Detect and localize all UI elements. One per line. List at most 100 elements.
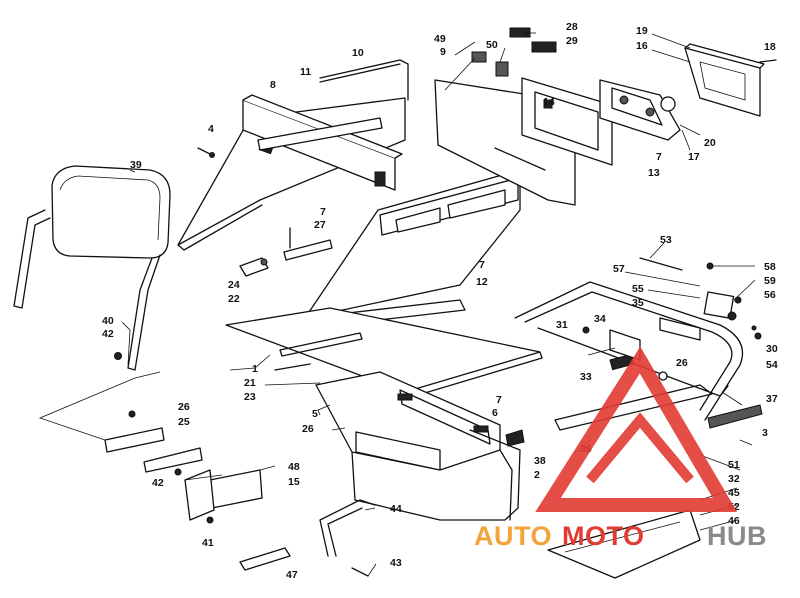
callout-32: 32	[728, 473, 740, 485]
tail-frame-13	[521, 77, 613, 166]
backrest-frame	[13, 209, 161, 371]
watermark-triangle-icon	[535, 346, 738, 512]
callout-13: 13	[648, 167, 660, 179]
callout-20: 20	[704, 137, 716, 149]
left-side-rail	[242, 94, 403, 191]
callout-59: 59	[764, 275, 776, 287]
lower-right-panel	[547, 509, 701, 579]
callout-50: 50	[486, 39, 498, 51]
callout-48: 48	[288, 461, 300, 473]
callout-27: 27	[314, 219, 326, 231]
callout-54: 54	[766, 359, 778, 371]
callout-57: 57	[613, 263, 625, 275]
bulb-20	[660, 96, 676, 112]
callout-6: 6	[492, 407, 498, 419]
callout-42b: 42	[152, 477, 164, 489]
center-divider-panel	[304, 169, 521, 329]
watermark-moto: MOTO	[562, 521, 645, 551]
reflector-28-29	[509, 27, 557, 53]
lower-cargo-box	[315, 371, 521, 521]
callout-41: 41	[202, 537, 214, 549]
watermark-hub: HUB	[707, 521, 767, 551]
callout-31: 31	[556, 319, 568, 331]
callout-15: 15	[288, 476, 300, 488]
screw-18	[759, 59, 777, 63]
tail-light-lens	[684, 43, 765, 117]
backrest-pad	[51, 165, 171, 259]
callout-7b: 7	[479, 259, 485, 271]
fasteners-30-31-54-56	[582, 296, 762, 340]
callout-19: 19	[636, 25, 648, 37]
callout-30: 30	[766, 343, 778, 355]
callout-11: 11	[300, 66, 311, 78]
callout-3: 3	[762, 427, 768, 439]
callout-8: 8	[270, 79, 276, 91]
hinge-48	[174, 468, 263, 524]
callout-43: 43	[390, 557, 402, 569]
watermark-auto: AUTO	[474, 521, 552, 551]
callout-10: 10	[352, 47, 364, 59]
side-plates-34-35	[609, 317, 701, 361]
decals-49-50	[471, 51, 509, 77]
watermark-logo	[535, 346, 738, 512]
callout-26b: 26	[676, 357, 688, 369]
callout-9: 9	[440, 46, 446, 58]
watermark-text: AUTO MOTO HUB	[474, 521, 767, 551]
trim-47	[239, 547, 291, 571]
callout-44: 44	[390, 503, 402, 515]
tail-light-housing	[599, 79, 681, 141]
bracket-27	[283, 227, 333, 261]
callout-12: 12	[476, 276, 488, 288]
callout-23: 23	[244, 391, 256, 403]
latch-24	[239, 257, 269, 277]
callout-38: 38	[534, 455, 546, 467]
callout-46: 46	[728, 515, 740, 527]
callout-37: 37	[766, 393, 778, 405]
callout-21: 21	[244, 377, 256, 389]
callout-labels: 39 40 42 8 11 10 4 7 27 24 22 7 12 1 21 …	[102, 21, 778, 581]
callout-40: 40	[102, 315, 114, 327]
callout-29: 29	[566, 35, 578, 47]
skid-3	[707, 404, 763, 429]
callout-45: 45	[728, 487, 740, 499]
callout-7c: 7	[496, 394, 502, 406]
hitch-assembly	[639, 257, 737, 321]
callout-26a: 26	[302, 423, 314, 435]
callout-18: 18	[764, 41, 776, 53]
callout-17: 17	[688, 151, 700, 163]
callout-2: 2	[534, 469, 540, 481]
callout-5: 5	[312, 408, 318, 420]
callout-49: 49	[434, 33, 446, 45]
callout-53: 53	[660, 234, 672, 246]
callout-47: 47	[286, 569, 298, 581]
callout-26c: 26	[178, 401, 190, 413]
callout-34: 34	[594, 313, 606, 325]
screw-43	[351, 567, 369, 577]
callout-22: 22	[228, 293, 240, 305]
callout-56: 56	[764, 289, 776, 301]
callout-7a: 7	[320, 206, 326, 218]
callout-39: 39	[130, 159, 142, 171]
bracket-25	[104, 410, 203, 473]
callout-14: 14	[543, 96, 555, 108]
callout-28: 28	[566, 21, 578, 33]
callout-33: 33	[580, 371, 592, 383]
screw-4	[197, 147, 215, 158]
callout-58: 58	[764, 261, 776, 273]
rail-bar-10	[319, 59, 409, 101]
callout-16: 16	[636, 40, 648, 52]
floor-board	[225, 307, 543, 399]
callout-35: 35	[632, 297, 644, 309]
callout-42a: 42	[102, 328, 114, 340]
knob-38	[505, 429, 525, 447]
right-frame-rail	[514, 281, 744, 431]
callout-24: 24	[228, 279, 240, 291]
callout-55: 55	[632, 283, 644, 295]
callout-1: 1	[252, 363, 258, 375]
callout-7d: 7	[656, 151, 662, 163]
callout-25: 25	[178, 416, 190, 428]
callout-51: 51	[728, 459, 740, 471]
handle-44	[319, 499, 376, 557]
callout-4: 4	[208, 123, 214, 135]
